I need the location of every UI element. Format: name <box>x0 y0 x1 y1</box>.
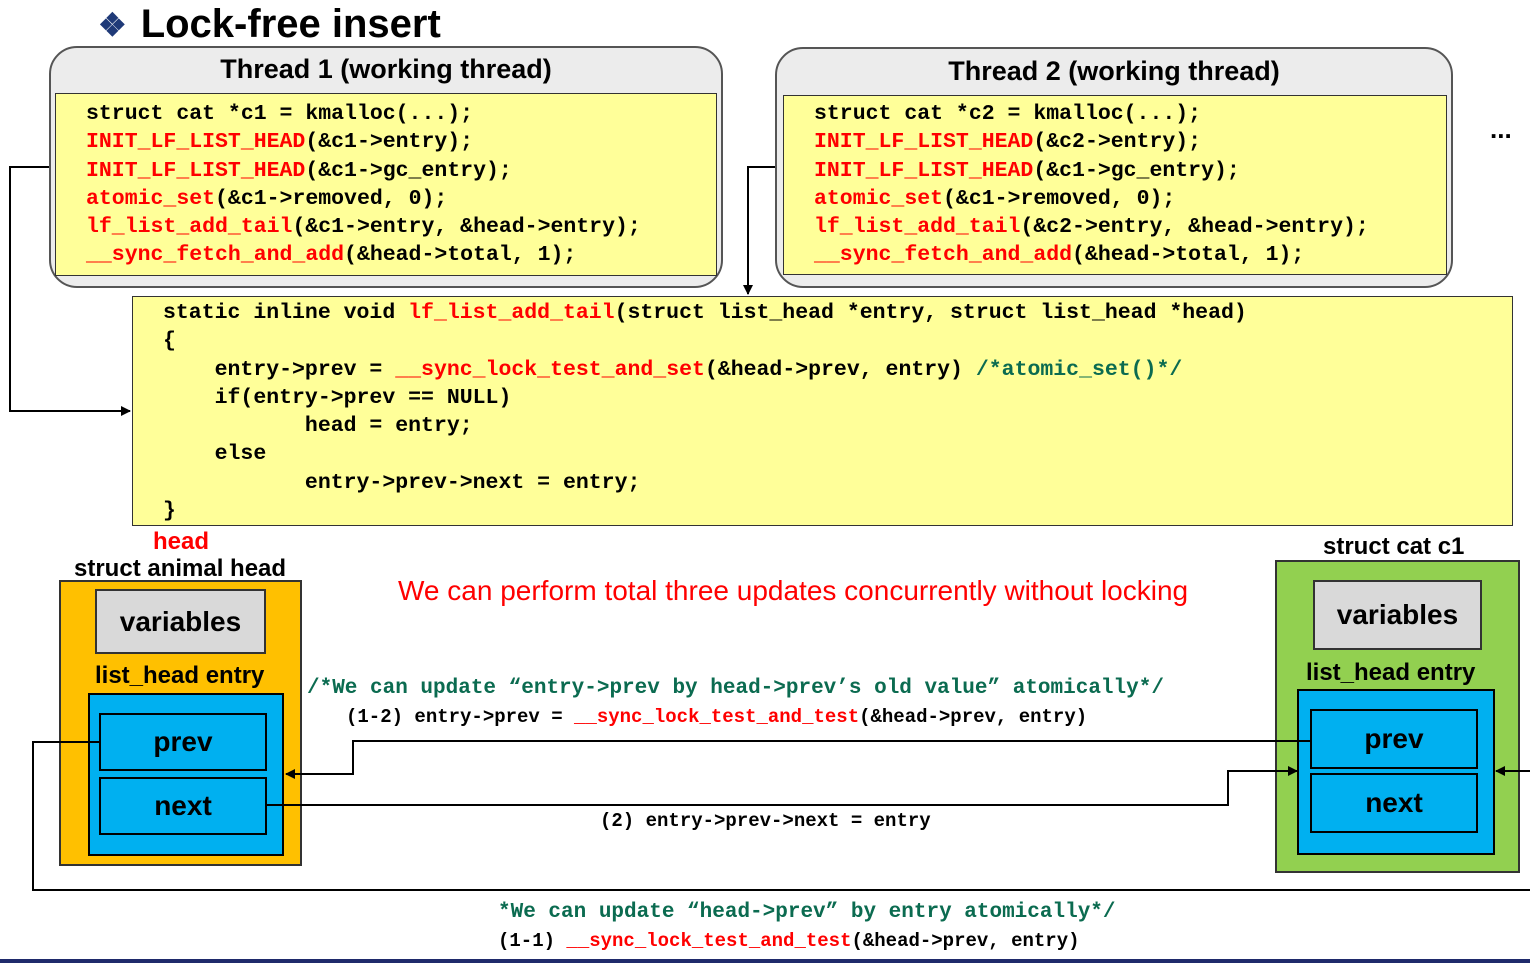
code-token: lf_list_add_tail <box>814 215 1021 240</box>
code-line: atomic_set(&c1->removed, 0); <box>86 185 716 213</box>
code-token: __sync_fetch_and_add <box>814 243 1073 268</box>
code-line: } <box>163 497 1512 525</box>
more-threads-ellipsis: ... <box>1490 114 1512 144</box>
code-token: (&head->prev, entry) <box>851 930 1080 952</box>
code-token: entry->prev->next = entry; <box>163 470 641 495</box>
code-token: __sync_lock_test_and_test <box>566 930 852 952</box>
head-next-pointer: next <box>99 777 267 835</box>
code-token: lf_list_add_tail <box>408 301 615 325</box>
comment-step-1-2: /*We can update “entry->prev by head->pr… <box>307 677 1164 700</box>
code-token: static inline void <box>163 301 409 325</box>
code-token: struct cat *c1 = kmalloc(...); <box>86 102 474 126</box>
code-line: atomic_set(&c1->removed, 0); <box>814 185 1446 213</box>
code-line: entry->prev = __sync_lock_test_and_set(&… <box>163 356 1512 384</box>
code-line: if(entry->prev == NULL) <box>163 384 1512 412</box>
code-token: atomic_set <box>86 186 216 211</box>
code-token: atomic_set <box>814 186 944 211</box>
code-token: (&c1->removed, 0); <box>215 186 448 211</box>
thread-1-call-arrow <box>9 166 131 416</box>
cat-next-pointer: next <box>1310 773 1478 833</box>
thread-2-call-arrow <box>743 166 775 295</box>
head-variable-label: head <box>153 528 210 555</box>
thread-2-title: Thread 2 (working thread) <box>948 56 1280 86</box>
code-line: __sync_fetch_and_add(&head->total, 1); <box>814 241 1446 269</box>
code-token: INIT_LF_LIST_HEAD <box>86 158 306 183</box>
code-token: if(entry->prev == NULL) <box>163 385 512 410</box>
code-token: } <box>163 499 176 524</box>
code-token: (&head->prev, entry) <box>859 706 1088 728</box>
code-token: head = entry; <box>163 414 473 439</box>
code-token: (&c2->entry, &head->entry); <box>1020 215 1369 240</box>
code-token: INIT_LF_LIST_HEAD <box>814 158 1034 183</box>
code-token: __sync_lock_test_and_set <box>395 357 705 382</box>
step-2-arrow <box>267 766 1298 806</box>
thread-1-title: Thread 1 (working thread) <box>220 54 552 84</box>
code-line: static inline void lf_list_add_tail(stru… <box>163 299 1512 327</box>
head-variables-box: variables <box>95 589 266 654</box>
step-1-1-code: (1-1) __sync_lock_test_and_test(&head->p… <box>498 930 1080 952</box>
code-line: lf_list_add_tail(&c2->entry, &head->entr… <box>814 213 1446 241</box>
code-token: (struct list_head *entry, struct list_he… <box>614 301 1247 325</box>
step-1-1-line <box>32 741 1530 891</box>
code-token: /*atomic_set()*/ <box>975 357 1183 382</box>
cat-list-head-label: list_head entry <box>1306 659 1476 686</box>
code-line: __sync_fetch_and_add(&head->total, 1); <box>86 241 716 269</box>
code-token: INIT_LF_LIST_HEAD <box>814 130 1034 155</box>
head-list-head-label: list_head entry <box>95 662 265 689</box>
code-token: lf_list_add_tail <box>86 215 293 240</box>
code-token: (&c1->gc_entry); <box>1033 158 1240 183</box>
code-line: struct cat *c2 = kmalloc(...); <box>814 100 1446 128</box>
code-line: INIT_LF_LIST_HEAD(&c1->gc_entry); <box>814 157 1446 185</box>
code-token: (&head->prev, entry) <box>704 357 976 382</box>
slide-title: ❖ Lock-free insert <box>98 2 441 47</box>
lf-list-add-tail-code: static inline void lf_list_add_tail(stru… <box>132 296 1513 526</box>
code-line: { <box>163 327 1512 355</box>
code-token: (&c1->gc_entry); <box>305 158 512 183</box>
code-token: (&c1->removed, 0); <box>943 186 1176 211</box>
code-token: { <box>163 329 176 354</box>
head-prev-pointer: prev <box>99 713 267 771</box>
code-token: (&c1->entry, &head->entry); <box>292 215 641 240</box>
step-1-2-arrow <box>285 740 1310 779</box>
code-token: __sync_fetch_and_add <box>86 243 345 268</box>
step-2-code: (2) entry->prev->next = entry <box>600 810 931 832</box>
cat-prev-pointer: prev <box>1310 709 1478 769</box>
code-line: else <box>163 440 1512 468</box>
head-struct-type-label: struct animal head <box>74 555 287 582</box>
code-line: INIT_LF_LIST_HEAD(&c1->entry); <box>86 128 716 156</box>
code-line: struct cat *c1 = kmalloc(...); <box>86 100 716 128</box>
diamond-bullet-icon: ❖ <box>98 6 127 43</box>
cat-struct-type-label: struct cat c1 <box>1323 533 1465 560</box>
code-token: (1-1) <box>498 930 567 952</box>
thread-2-code: struct cat *c2 = kmalloc(...);INIT_LF_LI… <box>783 95 1447 275</box>
code-token: struct cat *c2 = kmalloc(...); <box>814 102 1202 126</box>
code-token: __sync_lock_test_and_test <box>574 706 860 728</box>
code-line: head = entry; <box>163 412 1512 440</box>
code-token: INIT_LF_LIST_HEAD <box>86 130 306 155</box>
code-line: INIT_LF_LIST_HEAD(&c2->entry); <box>814 128 1446 156</box>
cat-variables-box: variables <box>1313 580 1482 650</box>
code-line: INIT_LF_LIST_HEAD(&c1->gc_entry); <box>86 157 716 185</box>
slide-title-text: Lock-free insert <box>140 2 441 46</box>
code-token: (&head->total, 1); <box>1072 243 1305 268</box>
code-token: else <box>163 442 267 467</box>
code-token: (&head->total, 1); <box>344 243 577 268</box>
code-token: entry->prev = <box>163 357 396 382</box>
thread-1-code: struct cat *c1 = kmalloc(...);INIT_LF_LI… <box>55 93 717 276</box>
code-token: (&c1->entry); <box>305 130 474 155</box>
concurrency-message: We can perform total three updates concu… <box>398 575 1189 606</box>
code-token: (&c2->entry); <box>1033 130 1202 155</box>
comment-step-1-1: *We can update “head->prev” by entry ato… <box>498 901 1116 924</box>
code-line: entry->prev->next = entry; <box>163 469 1512 497</box>
bottom-rule <box>0 959 1530 963</box>
code-line: lf_list_add_tail(&c1->entry, &head->entr… <box>86 213 716 241</box>
step-1-2-code: (1-2) entry->prev = __sync_lock_test_and… <box>346 706 1087 728</box>
code-token: (1-2) entry->prev = <box>346 706 575 728</box>
